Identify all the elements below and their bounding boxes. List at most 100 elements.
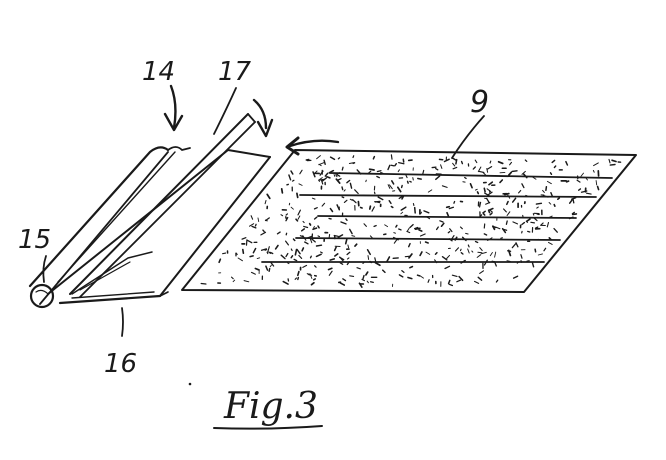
mat-speckle <box>469 183 473 189</box>
mat-speckle <box>361 278 365 282</box>
mat-speckle <box>511 243 517 249</box>
label-9: 9 <box>470 85 489 120</box>
mat-speckle <box>299 235 304 238</box>
mat-speckle <box>488 207 494 211</box>
mat-speckle <box>340 221 347 225</box>
arrow-left-head <box>285 136 300 156</box>
mat-speckle <box>424 241 429 244</box>
mat-speckle <box>405 174 408 179</box>
mat-speckle <box>366 249 371 256</box>
leader-17 <box>213 87 237 135</box>
mat-speckle <box>489 160 492 164</box>
mat-speckle <box>230 276 234 280</box>
mat-speckle <box>314 265 317 268</box>
mat-speckle <box>414 227 421 231</box>
mat-speckle <box>497 160 504 165</box>
mat-speckle <box>456 279 462 283</box>
mat-speckle <box>246 239 253 244</box>
mat-speckle <box>326 176 331 179</box>
mat-speckle <box>334 253 339 257</box>
mat-speckle <box>294 277 298 280</box>
flap-tip <box>247 113 256 123</box>
mat-speckle <box>503 208 507 213</box>
mat-speckle <box>316 155 321 160</box>
mat-speckle <box>264 200 267 205</box>
mat-speckle <box>311 197 316 200</box>
mat-speckle <box>464 176 467 180</box>
mat-speckle <box>394 162 397 167</box>
mat-speckle <box>585 177 588 181</box>
mat-speckle <box>385 256 391 263</box>
mat-speckle <box>459 226 463 230</box>
mat-speckle <box>489 209 493 213</box>
mat-speckle <box>596 185 600 191</box>
mat-speckle <box>362 274 365 280</box>
leader-16 <box>121 307 124 337</box>
mat-speckle <box>458 275 464 282</box>
mat-speckle <box>266 193 271 200</box>
mat-speckle <box>509 161 513 166</box>
mat-speckle <box>333 246 337 252</box>
stray-dot <box>188 382 192 386</box>
mat-speckle <box>592 170 595 173</box>
mat-speckle <box>451 157 458 162</box>
mat-speckle <box>521 170 526 175</box>
mat-speckle <box>454 247 460 252</box>
mat-speckle <box>548 241 553 245</box>
mat-speckle <box>363 223 367 227</box>
mat-speckle <box>408 242 411 248</box>
plate-front-inner <box>71 291 155 299</box>
mat-speckle <box>365 271 369 276</box>
mat-speckle <box>372 155 376 160</box>
mat-speckle <box>448 206 455 210</box>
mat-speckle <box>346 251 351 256</box>
mat-speckle <box>341 166 344 171</box>
mat-speckle <box>298 183 303 186</box>
mat-speckle <box>324 172 329 177</box>
mat-speckle <box>393 232 396 234</box>
mat-speckle <box>609 163 616 166</box>
mat-speckle <box>387 164 391 171</box>
mat-speckle <box>576 179 581 183</box>
mat-speckle <box>345 218 348 222</box>
mat-speckle <box>494 251 497 258</box>
mat-speckle <box>452 162 456 167</box>
mat-speckle <box>320 179 324 185</box>
mat-speckle <box>237 257 243 262</box>
mat-speckle <box>280 187 284 194</box>
mat-speckle <box>477 251 483 254</box>
mat-speckle <box>290 248 293 252</box>
mat-speckle <box>551 159 556 164</box>
mat-speckle <box>317 225 320 229</box>
mat-speckle <box>298 254 303 259</box>
arrow-14-head <box>163 112 184 132</box>
plate-front-edge <box>58 294 162 305</box>
mat-speckle <box>417 177 422 180</box>
mat-speckle <box>398 195 403 200</box>
mat-speckle <box>308 222 312 226</box>
mat-speckle <box>285 252 289 258</box>
leader-lines <box>42 87 485 337</box>
mat-speckle <box>395 224 398 228</box>
mat-speckle <box>482 213 486 216</box>
mat-speckle <box>407 276 413 280</box>
mat-speckle <box>329 207 334 213</box>
mat-speckle <box>367 255 370 260</box>
mat-speckle <box>530 221 536 224</box>
mat-speckle <box>423 210 430 214</box>
mat-stripe <box>295 237 561 241</box>
mat-speckle <box>520 254 523 259</box>
mat-speckle <box>565 180 570 183</box>
mat-speckle <box>351 235 356 237</box>
mat-speckle <box>414 226 419 230</box>
mat-stripe <box>329 172 613 179</box>
mat-speckle <box>264 219 268 222</box>
mat-speckle <box>465 232 469 235</box>
mat-speckle <box>390 164 395 167</box>
mat-speckle <box>546 221 550 228</box>
mat-speckle <box>294 248 298 256</box>
mat-speckle <box>252 247 257 254</box>
hinge-shading <box>35 289 49 295</box>
mat-speckle <box>543 247 547 252</box>
